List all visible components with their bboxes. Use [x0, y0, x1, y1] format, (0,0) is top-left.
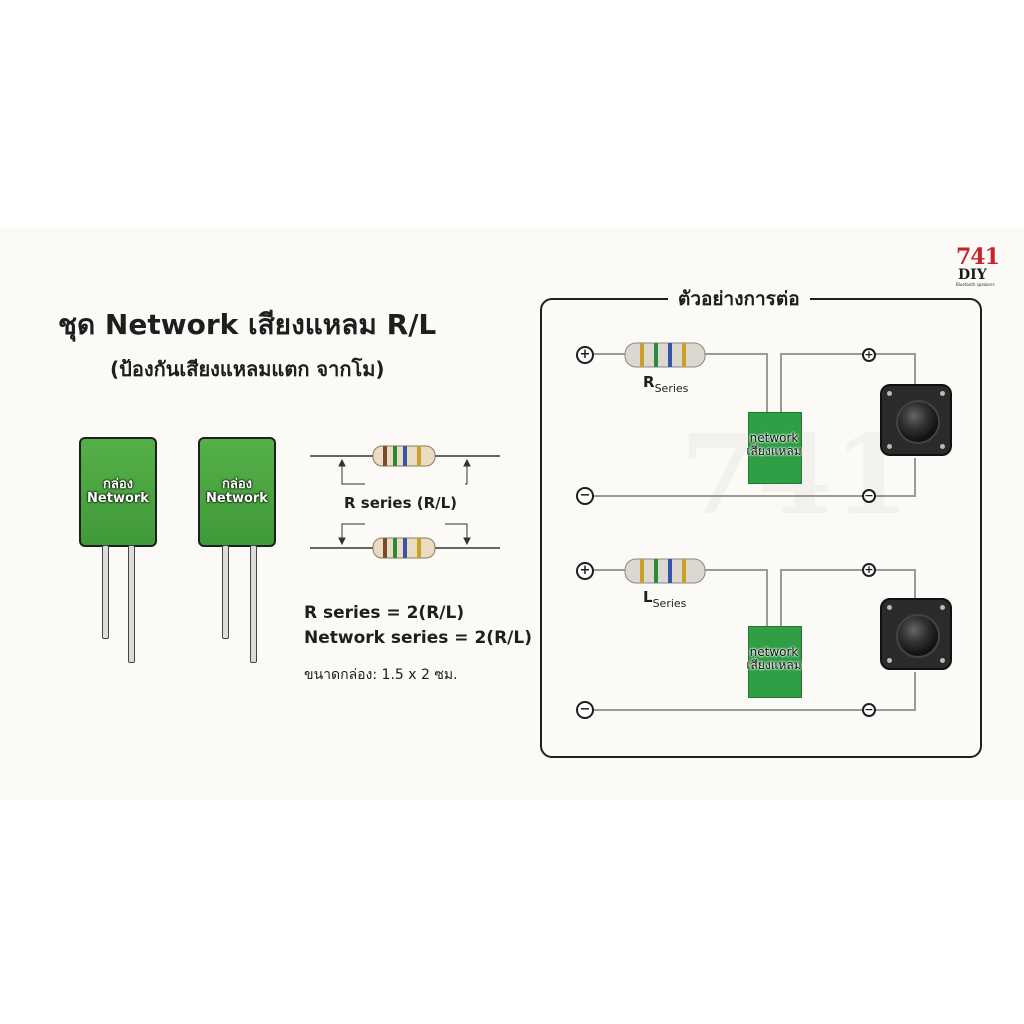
tweeter-right [880, 384, 952, 456]
minus-terminal-small: − [862, 489, 876, 503]
box-label: กล่อง [222, 477, 252, 492]
wire [766, 569, 768, 627]
arrow-lines-top [338, 458, 471, 485]
page-subtitle: (ป้องกันเสียงแหลมแตก จากโม) [110, 357, 385, 381]
minus-terminal-small: − [862, 703, 876, 717]
network-module-left [748, 626, 802, 698]
network-module-right [748, 412, 802, 484]
r-series-main: R [643, 373, 655, 391]
wire [593, 709, 915, 711]
box-lead [250, 545, 257, 663]
plus-terminal: + [576, 346, 594, 364]
module-line2: เสียงแหลม [746, 658, 802, 672]
r-series-label: RSeries [643, 373, 688, 395]
network-module-label: network เสียงแหลม [729, 432, 819, 458]
plus-terminal-small: + [862, 348, 876, 362]
wire [593, 495, 915, 497]
minus-terminal: − [576, 487, 594, 505]
box-label: กล่อง [103, 477, 133, 492]
page-title: ชุด Network เสียงแหลม R/L [58, 308, 437, 341]
box-lead [128, 545, 135, 663]
resistor-r-series [624, 342, 706, 368]
logo-tagline: Bluetooth speakers [956, 282, 995, 287]
tweeter-screw [940, 658, 945, 663]
wire [766, 353, 768, 413]
box-label: Network [206, 491, 268, 506]
tweeter-left [880, 598, 952, 670]
resistor-label: R series (R/L) [344, 494, 458, 512]
box-lead [102, 545, 109, 639]
tweeter-screw [887, 391, 892, 396]
resistor-top [310, 445, 500, 467]
wire [914, 458, 916, 497]
network-module-label: network เสียงแหลม [729, 646, 819, 672]
box-label: Network [87, 491, 149, 506]
arrow-lines-bottom [338, 523, 471, 546]
wire [780, 569, 782, 627]
tweeter-dome [896, 614, 940, 658]
r-series-sub: Series [654, 382, 689, 395]
tweeter-screw [887, 444, 892, 449]
tweeter-screw [940, 605, 945, 610]
brand-logo: 741 DIY Bluetooth speakers [956, 246, 1006, 287]
tweeter-screw [887, 658, 892, 663]
wire [780, 569, 914, 571]
minus-terminal: − [576, 701, 594, 719]
resistor-diagram [310, 445, 500, 559]
equation-network-series: Network series = 2(R/L) [304, 628, 532, 648]
plus-terminal: + [576, 562, 594, 580]
l-series-main: L [643, 588, 653, 606]
network-box: กล่อง Network [79, 437, 157, 547]
network-box: กล่อง Network [198, 437, 276, 547]
wire [780, 353, 782, 413]
equation-r-series: R series = 2(R/L) [304, 603, 465, 623]
l-series-sub: Series [652, 597, 687, 610]
tweeter-screw [940, 444, 945, 449]
wire [914, 569, 916, 599]
diagram-title: ตัวอย่างการต่อ [668, 284, 810, 314]
logo-number: 741 [956, 244, 1000, 270]
resistor-l-series [624, 558, 706, 584]
size-note: ขนาดกล่อง: 1.5 x 2 ซม. [304, 667, 458, 683]
wire [780, 353, 914, 355]
module-line2: เสียงแหลม [746, 444, 802, 458]
l-series-label: LSeries [643, 588, 686, 610]
resistor-bottom [310, 537, 500, 559]
wire [914, 672, 916, 711]
box-lead [222, 545, 229, 639]
module-line1: network [749, 645, 799, 659]
wire [914, 353, 916, 386]
module-line1: network [749, 431, 799, 445]
plus-terminal-small: + [862, 563, 876, 577]
tweeter-dome [896, 400, 940, 444]
logo-brand: DIY [958, 267, 987, 283]
background-panel [0, 228, 1024, 800]
tweeter-screw [940, 391, 945, 396]
tweeter-screw [887, 605, 892, 610]
